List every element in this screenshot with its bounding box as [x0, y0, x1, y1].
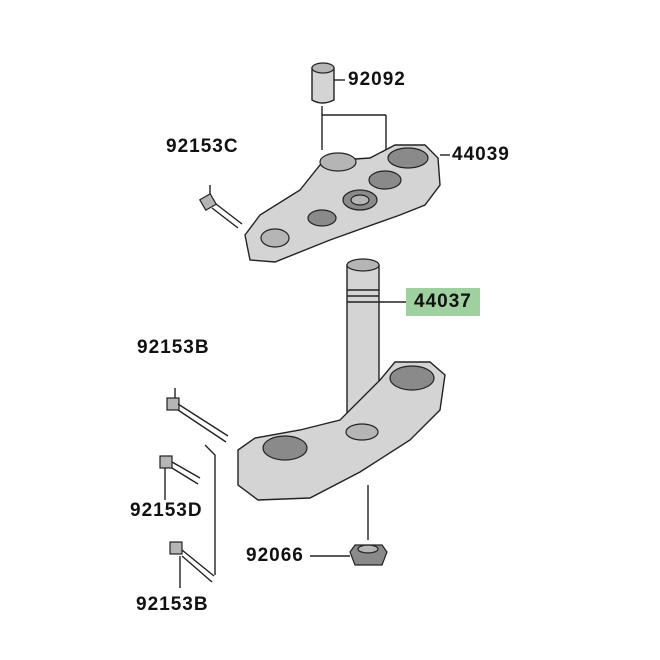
upper-bracket-part	[244, 144, 450, 263]
label-92066: 92066	[246, 545, 304, 566]
label-44039: 44039	[452, 144, 510, 165]
label-92092: 92092	[348, 69, 406, 90]
label-92153d: 92153D	[130, 500, 203, 521]
lower-bracket-part	[237, 361, 446, 501]
label-92153b-lower: 92153B	[136, 594, 209, 615]
label-92153c: 92153C	[166, 136, 239, 157]
nut-part	[310, 485, 388, 566]
bolt-92153c-part	[198, 185, 243, 229]
sleeve-part	[311, 62, 387, 150]
label-92153b-upper: 92153B	[137, 337, 210, 358]
bolt-92153b-lower-part	[169, 541, 215, 588]
bolt-92153b-upper-part	[166, 388, 229, 443]
label-44037-highlighted[interactable]: 44037	[406, 288, 480, 316]
bolt-92153d-part	[159, 444, 216, 575]
